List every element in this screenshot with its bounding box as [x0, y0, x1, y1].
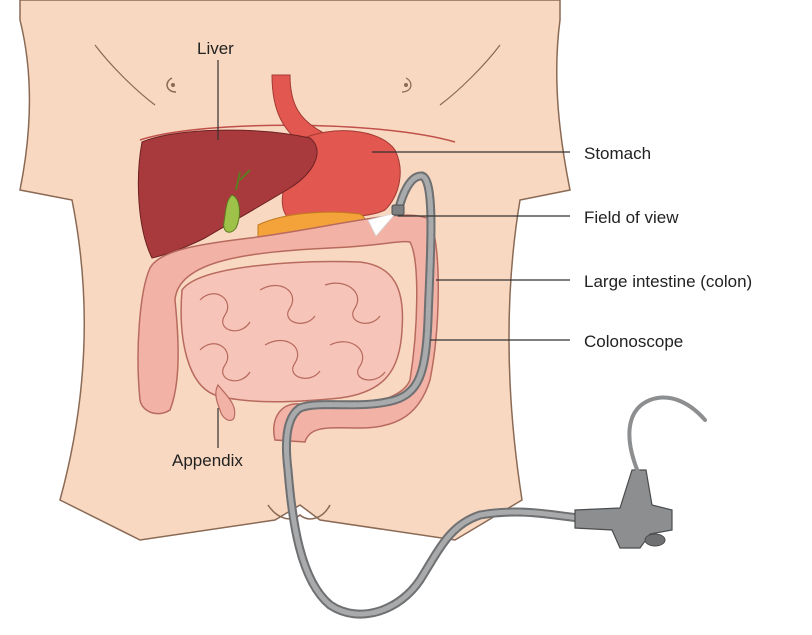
label-colonoscope: Colonoscope — [584, 333, 683, 350]
label-stomach: Stomach — [584, 145, 651, 162]
colonoscope-handle-knob — [645, 534, 665, 546]
small-intestine — [181, 262, 402, 402]
nipple-left-dot — [171, 83, 175, 87]
label-large-intestine: Large intestine (colon) — [584, 273, 752, 290]
colonoscope-cord — [629, 398, 705, 472]
nipple-right-dot — [404, 83, 408, 87]
label-field-of-view: Field of view — [584, 209, 678, 226]
label-liver: Liver — [197, 40, 234, 57]
colonoscope-tip — [392, 205, 404, 215]
label-appendix: Appendix — [172, 452, 243, 469]
